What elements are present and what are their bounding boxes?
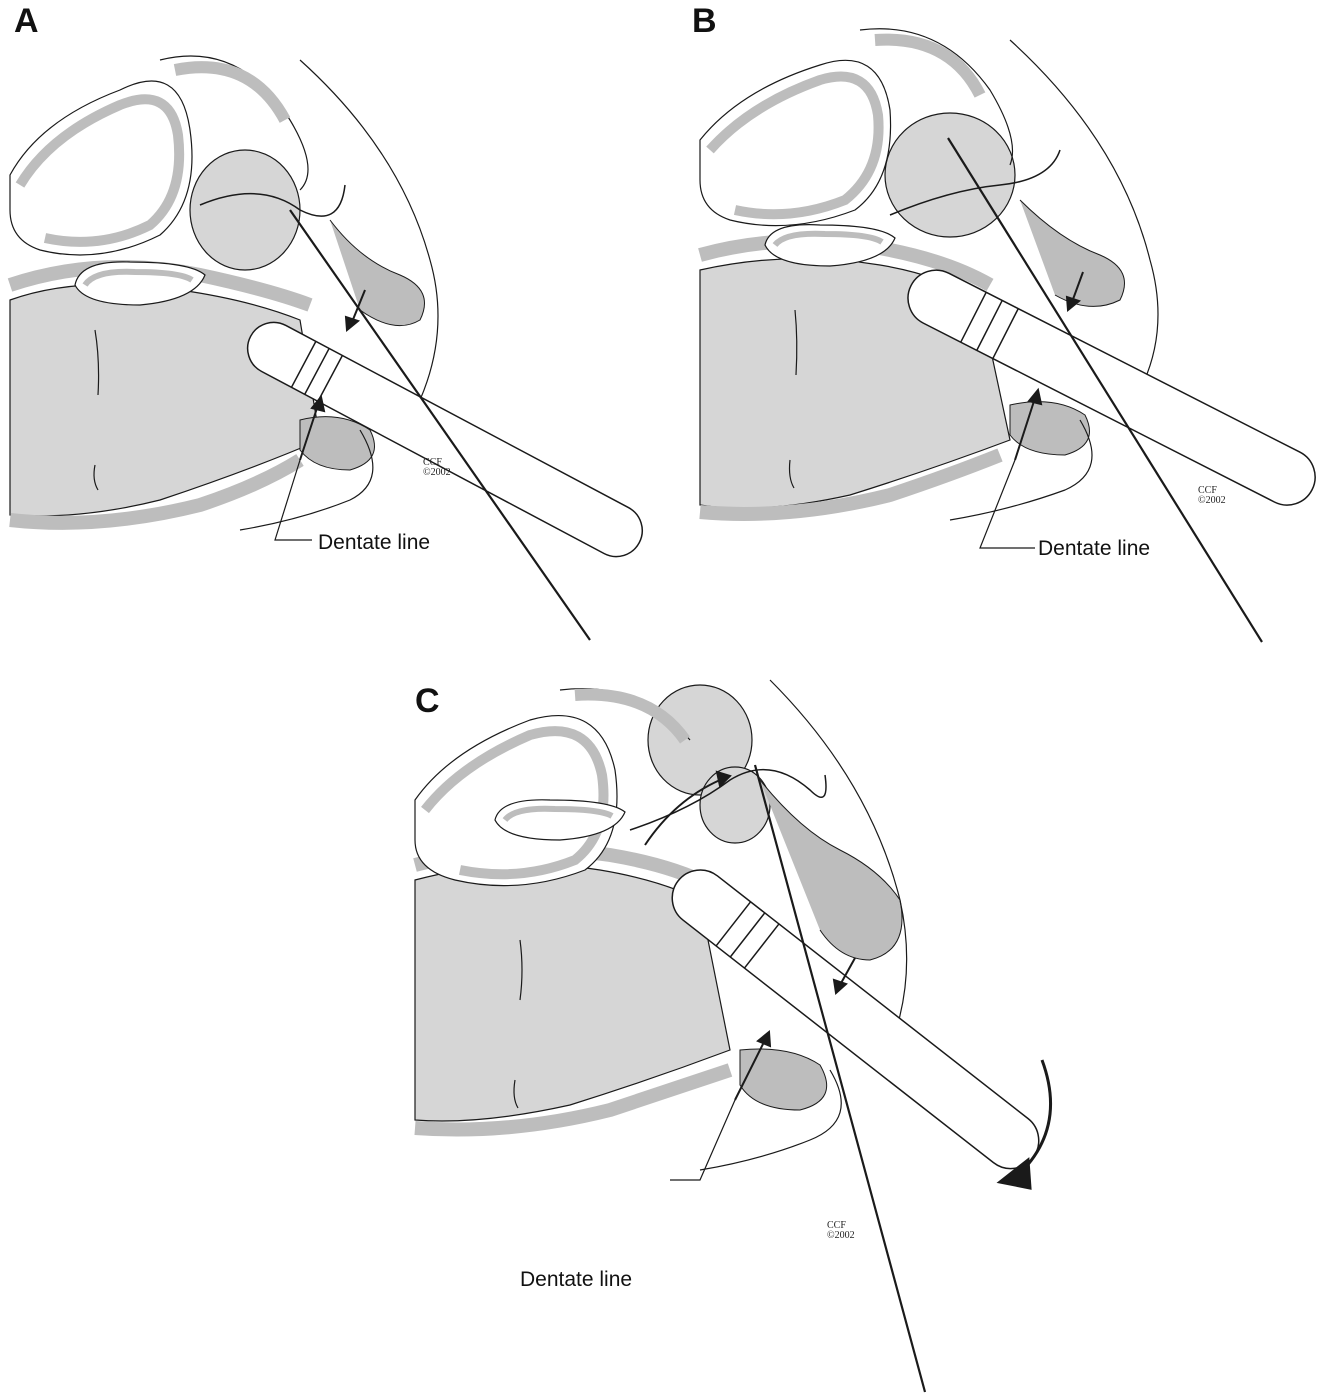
copyright-mark-b: CCF ©2002: [1198, 486, 1226, 506]
dentate-leader: [670, 1100, 735, 1180]
hemorrhoid-tissue: [190, 150, 300, 270]
sphincter-lower: [1010, 402, 1090, 455]
copyright-line2-a: ©2002: [423, 468, 451, 478]
anatomy-illustration-c: [400, 670, 1100, 1397]
sphincter-upper: [1020, 200, 1125, 306]
anatomy-illustration-b: [680, 0, 1341, 665]
copyright-line2-b: ©2002: [1198, 496, 1226, 506]
panel-letter-a: A: [14, 2, 39, 41]
copyright-line2-c: ©2002: [827, 1231, 855, 1241]
panel-c: C Dentate line CCF ©2002: [400, 670, 1100, 1397]
sphincter-upper: [330, 220, 425, 326]
dentate-line-label-c: Dentate line: [520, 1268, 632, 1292]
panel-a: A Dentate line CCF ©2002: [0, 0, 670, 665]
copyright-mark-c: CCF ©2002: [827, 1221, 855, 1241]
copyright-mark-a: CCF ©2002: [423, 458, 451, 478]
panel-letter-b: B: [692, 2, 717, 41]
dentate-line-label-b: Dentate line: [1038, 537, 1150, 561]
dentate-leader: [980, 460, 1035, 548]
bowel-loop-lower: [765, 225, 895, 266]
hemorrhoid-tissue: [885, 113, 1015, 237]
panel-letter-c: C: [415, 682, 440, 721]
dentate-line-label-a: Dentate line: [318, 531, 430, 555]
sphincter-lower: [740, 1049, 827, 1110]
anatomy-illustration-a: [0, 0, 670, 665]
panel-b: B Dentate line CCF ©2002: [680, 0, 1341, 665]
